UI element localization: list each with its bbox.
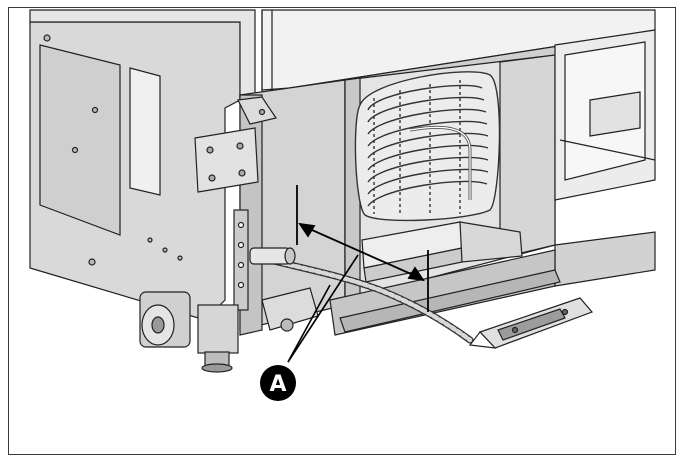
front-frame — [194, 79, 346, 336]
right-compartment — [329, 29, 656, 336]
base-feet — [139, 287, 319, 373]
callout-leaders — [287, 254, 359, 363]
cabinet-side-panel — [29, 21, 241, 321]
cable-icon — [249, 247, 474, 344]
callout-badge-a: A — [260, 365, 296, 401]
refrigeration-coil-icon — [354, 71, 501, 222]
drain-block — [361, 221, 523, 283]
utility-knife-icon — [468, 297, 594, 349]
callout-label: A — [269, 372, 286, 397]
dimension-marker — [296, 185, 429, 312]
